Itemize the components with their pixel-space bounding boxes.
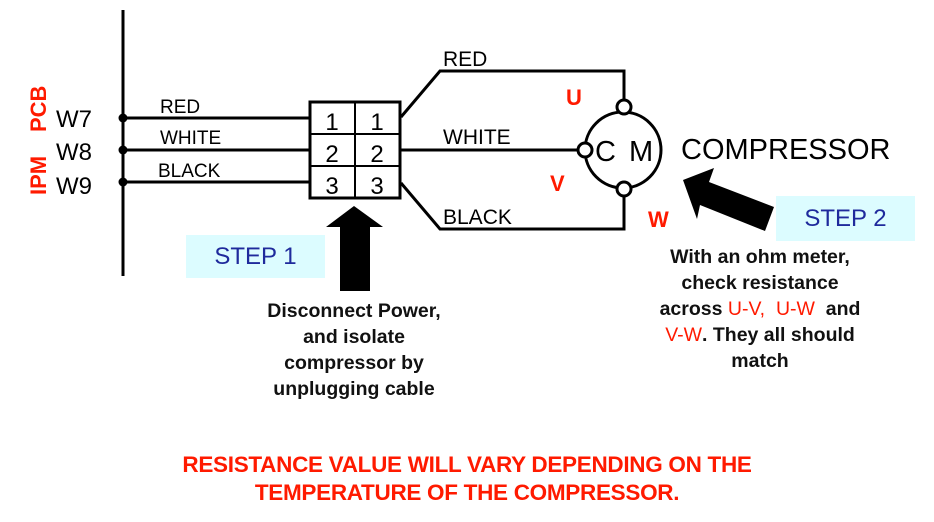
pair-uw: U-W: [775, 298, 815, 320]
connector-block: 1 2 3 1 2 3: [308, 100, 402, 200]
step2-line-2: check resistance: [681, 272, 839, 294]
step2-and-text: and: [820, 298, 861, 320]
wire-label-left-white: WHITE: [160, 128, 221, 149]
step1-label: STEP 1: [214, 242, 297, 270]
connector-pin-left-3: 3: [325, 173, 338, 200]
ipm-label: IPM: [26, 156, 51, 195]
step2-line-5: match: [731, 350, 789, 372]
step2-line-4: V-W. They all should: [610, 322, 910, 348]
step2-should-text: . They all should: [702, 324, 855, 346]
step2-line-3: across U-V, U-W and: [610, 296, 910, 322]
wire-label-right-red: RED: [443, 48, 487, 71]
warning-line-1: RESISTANCE VALUE WILL VARY DEPENDING ON …: [182, 452, 752, 477]
terminal-u-node: [615, 98, 633, 116]
compressor-symbol: C M: [576, 98, 663, 198]
temperature-warning: RESISTANCE VALUE WILL VARY DEPENDING ON …: [0, 451, 934, 507]
pcb-label: PCB: [26, 86, 51, 132]
wire-label-left-red: RED: [160, 97, 200, 118]
warning-line-2: TEMPERATURE OF THE COMPRESSOR.: [254, 480, 680, 505]
terminal-v-node: [576, 141, 594, 159]
connector-pin-left-1: 1: [325, 109, 338, 136]
step1-line-4: unplugging cable: [273, 378, 435, 400]
connector-pin-right-3: 3: [370, 173, 383, 200]
wire-right-black: [399, 182, 626, 231]
terminal-u-label: U: [566, 85, 582, 110]
terminal-w-label: W: [648, 207, 669, 232]
terminal-w8: W8: [56, 139, 92, 166]
step2-label: STEP 2: [804, 204, 887, 232]
wire-right-red: [399, 69, 626, 118]
step2-across-text: across: [659, 298, 728, 320]
step2-badge: STEP 2: [776, 196, 915, 241]
connector-pin-right-2: 2: [370, 141, 383, 168]
step1-arrow-icon: [326, 206, 383, 291]
terminal-v-label: V: [550, 171, 565, 196]
step2-arrow-icon: [683, 168, 774, 231]
step1-badge: STEP 1: [186, 235, 325, 278]
terminal-w-node: [615, 180, 633, 198]
step1-line-2: and isolate: [303, 326, 405, 348]
wire-label-right-black: BLACK: [443, 206, 512, 229]
connector-pin-left-2: 2: [325, 141, 338, 168]
motor-m-letter: M: [629, 136, 653, 168]
compressor-label: COMPRESSOR: [681, 134, 890, 166]
step2-instructions: With an ohm meter, check resistance acro…: [610, 244, 910, 374]
motor-c-letter: C: [595, 136, 616, 168]
wire-label-right-white: WHITE: [443, 126, 511, 149]
connector-pin-right-1: 1: [370, 109, 383, 136]
wire-label-left-black: BLACK: [158, 161, 221, 182]
step1-instructions: Disconnect Power, and isolate compressor…: [206, 298, 502, 402]
step1-line-1: Disconnect Power,: [267, 300, 441, 322]
step2-line-1: With an ohm meter,: [670, 246, 850, 268]
step1-line-3: compressor by: [284, 352, 424, 374]
pair-uv: U-V,: [727, 298, 766, 320]
terminal-w9: W9: [56, 173, 92, 200]
pair-vw: V-W: [665, 324, 703, 346]
terminal-w7: W7: [56, 106, 92, 133]
